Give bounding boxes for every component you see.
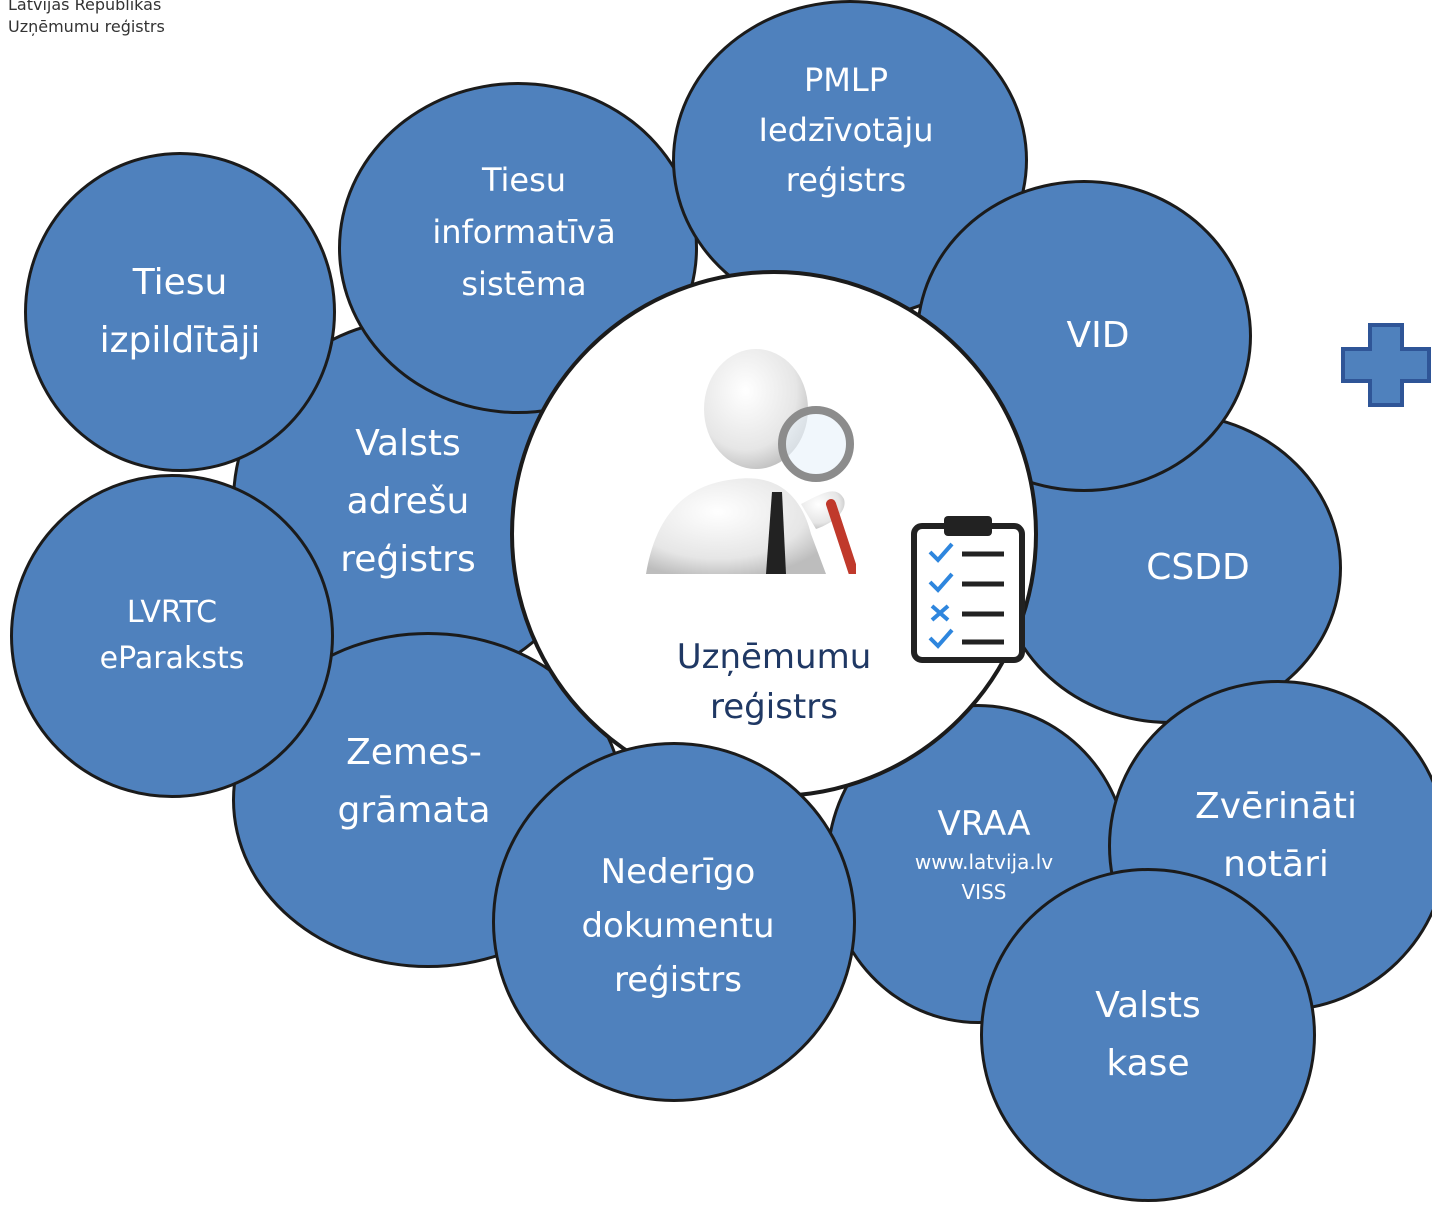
node-line: Iedzīvotāju xyxy=(758,111,934,149)
node-line: reģistrs xyxy=(340,539,476,580)
center-label: Uzņēmumu reģistrs xyxy=(514,632,1034,732)
node-line: reģistrs xyxy=(785,161,907,199)
node-line: reģistrs xyxy=(614,960,742,1000)
node-line: informatīvā xyxy=(432,213,616,251)
node-line: LVRTC xyxy=(126,595,218,630)
node-line: CSDD xyxy=(1146,547,1250,588)
node-tiesu-izpilditaji: Tiesu izpildītāji xyxy=(24,152,336,472)
registry-logo-text: Latvijas Republikas Uzņēmumu reģistrs xyxy=(8,0,165,38)
node-line: VID xyxy=(1066,315,1130,356)
center-label-line-1: Uzņēmumu xyxy=(676,637,872,677)
node-line: www.latvija.lv xyxy=(914,850,1054,874)
node-line: PMLP xyxy=(803,61,889,99)
checklist-icon xyxy=(911,516,1025,663)
logo-line-1: Latvijas Republikas xyxy=(8,0,162,14)
node-line: izpildītāji xyxy=(99,320,261,361)
node-line: dokumentu xyxy=(581,906,775,946)
node-valsts-kase: Valsts kase xyxy=(980,868,1316,1202)
node-line: grāmata xyxy=(337,790,491,831)
node-line: VRAA xyxy=(937,804,1031,844)
plus-icon xyxy=(1341,323,1431,407)
center-label-line-2: reģistrs xyxy=(710,687,838,727)
node-line: adrešu xyxy=(346,481,470,522)
node-line: Valsts xyxy=(355,423,461,464)
node-line: Zemes- xyxy=(346,732,482,773)
node-line: Tiesu xyxy=(481,161,567,199)
node-lvrtc-eparaksts: LVRTC eParaksts xyxy=(10,474,334,798)
logo-line-2: Uzņēmumu reģistrs xyxy=(8,17,165,36)
node-line: kase xyxy=(1106,1043,1190,1084)
magnifying-glass-figure-icon xyxy=(646,349,856,574)
node-nederigo-dokumentu-registrs: Nederīgo dokumentu reģistrs xyxy=(492,742,856,1102)
node-line: eParaksts xyxy=(99,641,245,676)
node-line: VISS xyxy=(961,880,1007,904)
node-line: sistēma xyxy=(461,265,587,303)
node-line: Valsts xyxy=(1095,985,1201,1026)
node-line: Nederīgo xyxy=(600,852,756,892)
node-line: Zvērināti xyxy=(1195,786,1357,827)
node-line: Tiesu xyxy=(132,262,228,303)
center-uznemumu-registrs: Uzņēmumu reģistrs xyxy=(510,270,1038,798)
node-line: notāri xyxy=(1223,844,1329,885)
